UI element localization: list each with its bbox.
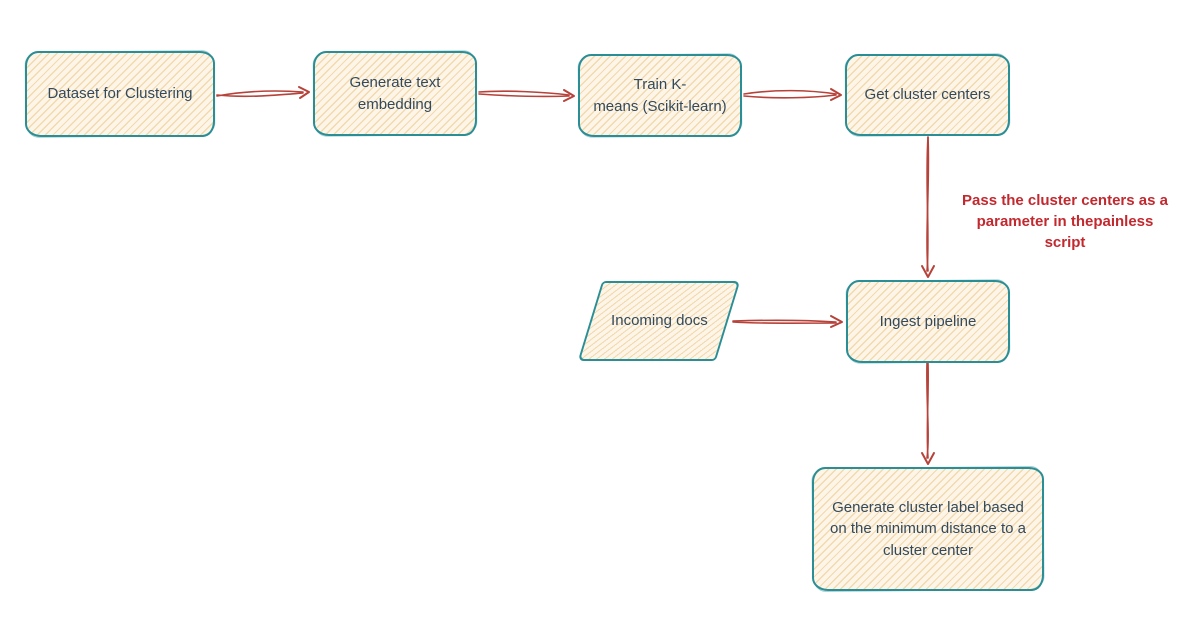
node-ingest-pipeline: Ingest pipeline (846, 280, 1010, 363)
node-train-kmeans: Train K- means (Scikit-learn) (578, 54, 742, 137)
arrow-centers-to-ingest-icon (921, 136, 935, 278)
arrow-incoming-to-ingest-icon (732, 315, 843, 328)
node-generate-cluster-label: Generate cluster label based on the mini… (812, 467, 1044, 591)
arrow-dataset-to-embedding-icon (216, 86, 310, 99)
node-get-cluster-centers: Get cluster centers (845, 54, 1010, 136)
node-dataset-for-clustering: Dataset for Clustering (25, 51, 215, 137)
node-incoming-docs: Incoming docs (577, 281, 741, 361)
arrow-ingest-to-label-icon (921, 362, 935, 465)
annotation-pass-cluster-centers: Pass the cluster centers as a parameter … (962, 192, 1168, 251)
arrow-train-to-centers-icon (743, 88, 842, 101)
arrow-embedding-to-train-icon (478, 89, 575, 102)
node-incoming-label: Incoming docs (610, 312, 708, 330)
node-train-label: Train K- means (Scikit-learn) (593, 75, 727, 115)
node-generate-text-embedding: Generate text embedding (313, 51, 477, 136)
node-embedding-label: Generate text embedding (349, 73, 441, 113)
node-genlabel-label: Generate cluster label based on the mini… (830, 498, 1026, 559)
node-ingest-label: Ingest pipeline (879, 312, 977, 330)
node-dataset-label: Dataset for Clustering (47, 85, 193, 103)
node-centers-label: Get cluster centers (864, 86, 991, 104)
